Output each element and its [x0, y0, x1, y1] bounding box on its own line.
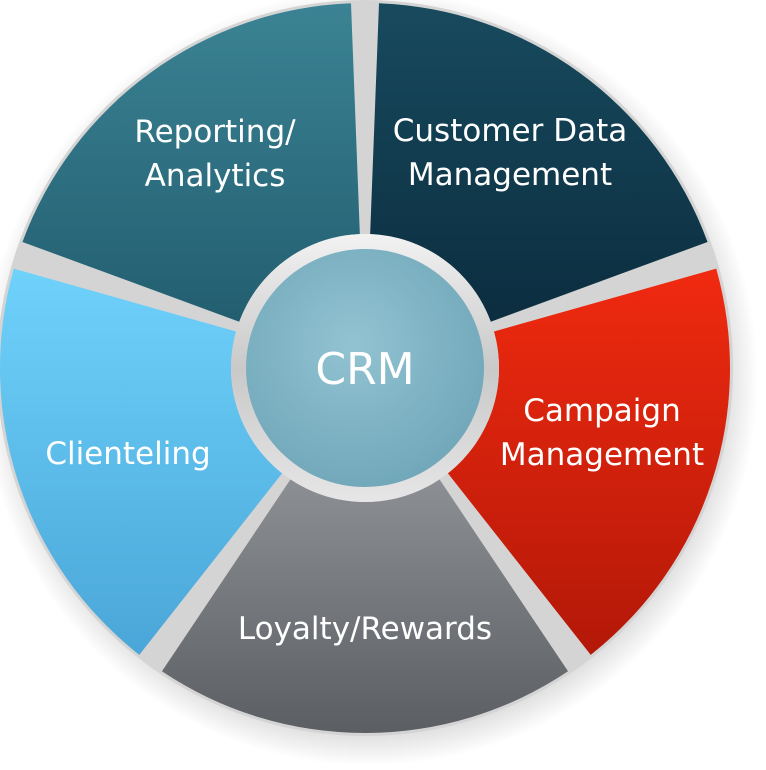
- segment-label: Analytics: [145, 158, 286, 194]
- labels-group: Customer DataManagementCampaignManagemen…: [45, 113, 704, 647]
- segment-1: [447, 268, 730, 655]
- segment-label: Campaign: [523, 393, 680, 429]
- segment-3: [0, 268, 283, 655]
- segment-label: Customer Data: [393, 113, 627, 149]
- segment-2: [161, 479, 569, 733]
- segment-label: Management: [500, 437, 704, 473]
- hub-circle: [246, 249, 484, 487]
- segment-label: Clienteling: [45, 436, 210, 472]
- segment-label: Management: [408, 157, 612, 193]
- segment-label: Loyalty/Rewards: [238, 611, 492, 647]
- segment-label: Reporting/: [134, 114, 296, 150]
- hub-label: CRM: [315, 344, 414, 395]
- segment-4: [22, 3, 360, 322]
- segment-0: [370, 3, 708, 322]
- segments-group: [0, 0, 733, 736]
